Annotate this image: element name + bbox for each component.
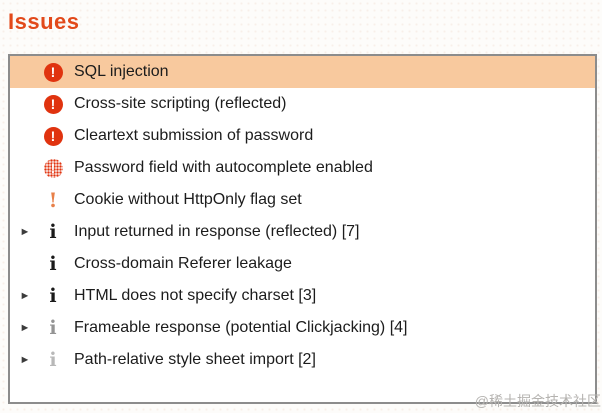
- expand-arrow-icon[interactable]: [12, 354, 38, 366]
- issue-label: Cross-site scripting (reflected): [74, 95, 287, 112]
- issue-label: HTML does not specify charset [3]: [74, 287, 317, 304]
- info-tentative-icon: [38, 319, 68, 338]
- info-certain-icon: [38, 223, 68, 242]
- issue-row[interactable]: Cookie without HttpOnly flag set: [10, 184, 595, 216]
- issue-row[interactable]: Path-relative style sheet import [2]: [10, 344, 595, 376]
- issue-label: Cookie without HttpOnly flag set: [74, 191, 302, 208]
- issue-row[interactable]: Input returned in response (reflected) […: [10, 216, 595, 248]
- issue-row[interactable]: Frameable response (potential Clickjacki…: [10, 312, 595, 344]
- issue-label: Frameable response (potential Clickjacki…: [74, 319, 408, 336]
- page-title: Issues: [8, 9, 80, 34]
- info-certain-icon: [38, 255, 68, 274]
- issue-label: Path-relative style sheet import [2]: [74, 351, 316, 368]
- issue-row[interactable]: Password field with autocomplete enabled: [10, 152, 595, 184]
- high-certain-icon: [38, 127, 68, 146]
- watermark: @稀土掘金技术社区: [474, 393, 601, 409]
- issue-label: SQL injection: [74, 63, 169, 80]
- issue-label: Password field with autocomplete enabled: [74, 159, 373, 176]
- expand-arrow-icon[interactable]: [12, 226, 38, 238]
- issues-list: SQL injection Cross-site scripting (refl…: [10, 56, 595, 376]
- issues-panel: SQL injection Cross-site scripting (refl…: [8, 54, 597, 404]
- info-certain-icon: [38, 287, 68, 306]
- issue-label: Input returned in response (reflected) […: [74, 223, 360, 240]
- expand-arrow-icon[interactable]: [12, 322, 38, 334]
- issue-row[interactable]: Cross-domain Referer leakage: [10, 248, 595, 280]
- high-tentative-icon: [38, 159, 68, 178]
- high-certain-icon: [38, 63, 68, 82]
- issue-label: Cleartext submission of password: [74, 127, 314, 144]
- issue-row[interactable]: Cleartext submission of password: [10, 120, 595, 152]
- info-tentative-light-icon: [38, 351, 68, 370]
- high-certain-icon: [38, 95, 68, 114]
- expand-arrow-icon[interactable]: [12, 290, 38, 302]
- issue-row[interactable]: SQL injection: [10, 56, 595, 88]
- low-tentative-icon: [38, 190, 68, 210]
- issue-label: Cross-domain Referer leakage: [74, 255, 292, 272]
- issue-row[interactable]: Cross-site scripting (reflected): [10, 88, 595, 120]
- issue-row[interactable]: HTML does not specify charset [3]: [10, 280, 595, 312]
